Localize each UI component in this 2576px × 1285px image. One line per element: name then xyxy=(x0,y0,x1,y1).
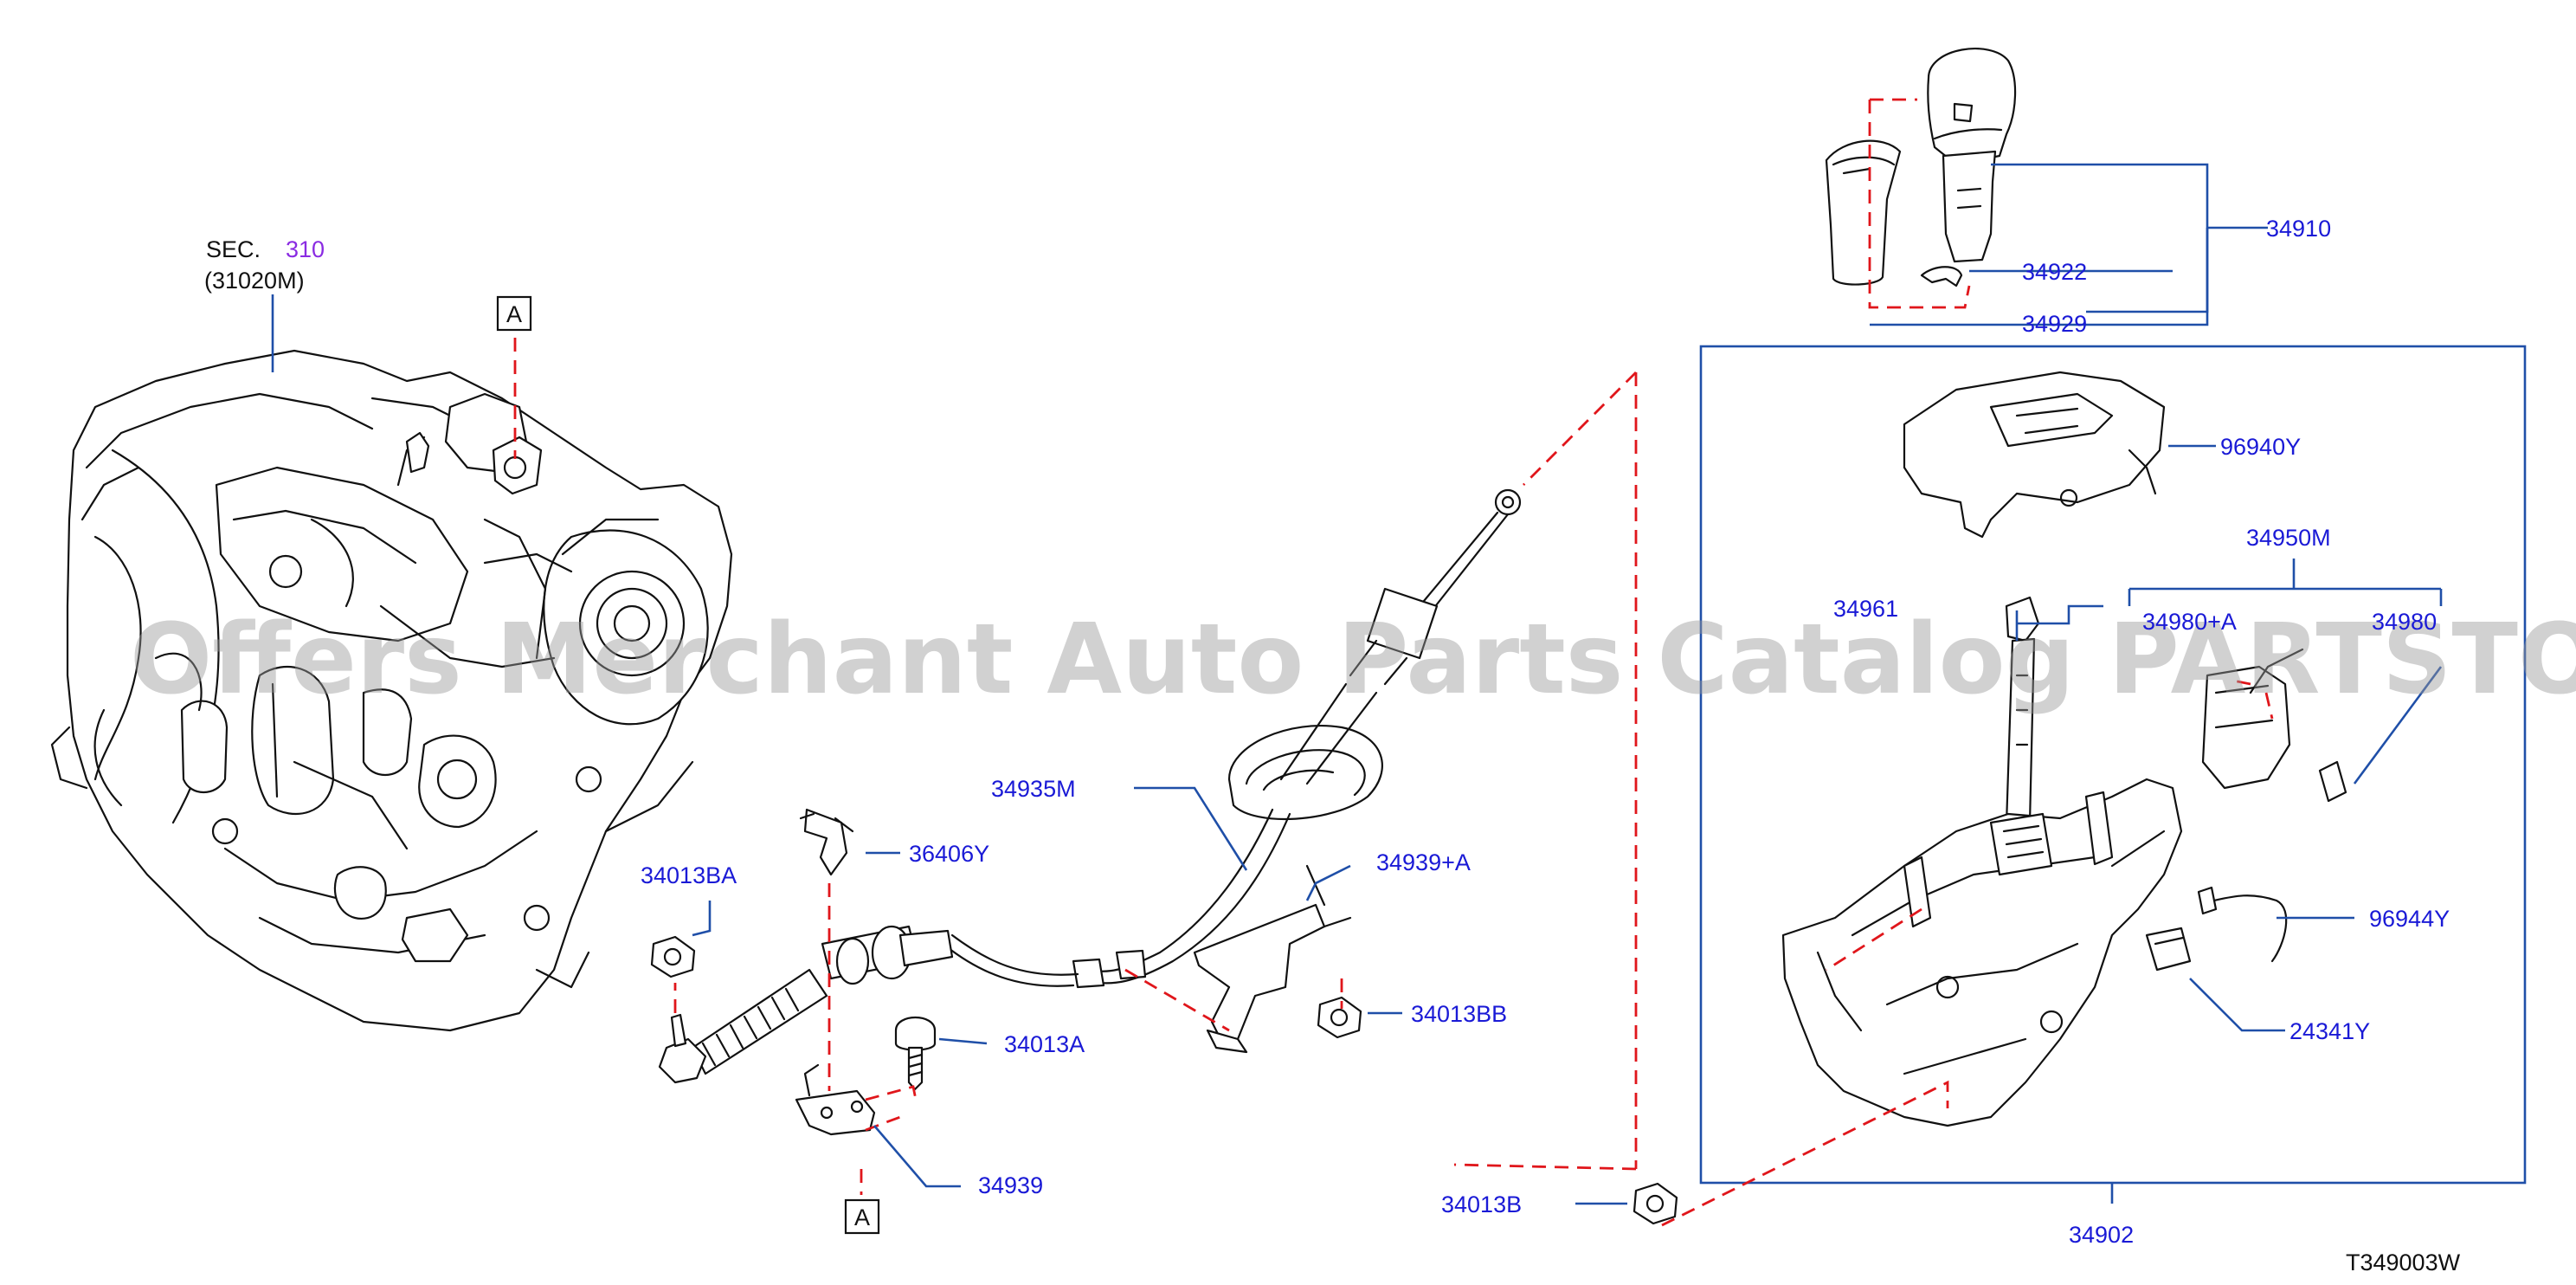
part-label-96940Y[interactable]: 96940Y xyxy=(2220,434,2301,460)
part-label-36406Y[interactable]: 36406Y xyxy=(909,841,989,867)
callout-a-top: A xyxy=(496,295,532,332)
part-label-34902[interactable]: 34902 xyxy=(2069,1222,2134,1248)
nut-34013B-drawing xyxy=(1633,1182,1678,1225)
transmission-drawing xyxy=(50,349,733,1032)
part-label-34929[interactable]: 34929 xyxy=(2022,311,2087,337)
part-label-34939-a[interactable]: 34939+A xyxy=(1376,849,1471,875)
part-label-34939[interactable]: 34939 xyxy=(978,1172,1043,1198)
section-prefix: SEC. xyxy=(206,236,261,262)
part-label-96944Y[interactable]: 96944Y xyxy=(2369,906,2450,932)
part-label-34013B[interactable]: 34013B xyxy=(1441,1191,1522,1217)
alignment-lines xyxy=(513,98,2274,1227)
svg-text:A: A xyxy=(854,1204,870,1230)
part-label-34980[interactable]: 34980 xyxy=(2372,609,2437,635)
part-labels[interactable]: 34910 34922 34929 96940Y 34950M 34961 34… xyxy=(641,216,2450,1248)
part-label-34013A[interactable]: 34013A xyxy=(1004,1031,1085,1057)
part-label-34961[interactable]: 34961 xyxy=(1833,596,1898,622)
svg-text:A: A xyxy=(506,301,522,327)
part-label-34013BA[interactable]: 34013BA xyxy=(641,862,737,888)
part-label-34013BB[interactable]: 34013BB xyxy=(1411,1001,1507,1027)
section-sub-ref: (31020M) xyxy=(204,268,305,294)
section-reference[interactable]: SEC. 310 (31020M) xyxy=(204,236,325,294)
callout-a-bottom: A xyxy=(844,1198,880,1235)
part-label-24341Y[interactable]: 24341Y xyxy=(2289,1018,2370,1044)
part-label-34922[interactable]: 34922 xyxy=(2022,259,2087,285)
shifter-assembly-drawing xyxy=(1781,371,2347,1127)
part-label-34910[interactable]: 34910 xyxy=(2266,216,2331,242)
watermark: Offers Merchant Auto Parts Catalog PARTS… xyxy=(130,604,2576,716)
leader-lines xyxy=(271,163,2443,1205)
shift-knob-drawing xyxy=(1825,48,2017,287)
part-label-34935M[interactable]: 34935M xyxy=(991,776,1076,802)
diagram-code: T349003W xyxy=(2346,1249,2461,1275)
section-number-link[interactable]: 310 xyxy=(286,236,325,262)
shift-cable-drawing xyxy=(650,488,1522,1136)
part-label-34980-a[interactable]: 34980+A xyxy=(2142,609,2237,635)
part-label-34950M[interactable]: 34950M xyxy=(2246,525,2331,551)
